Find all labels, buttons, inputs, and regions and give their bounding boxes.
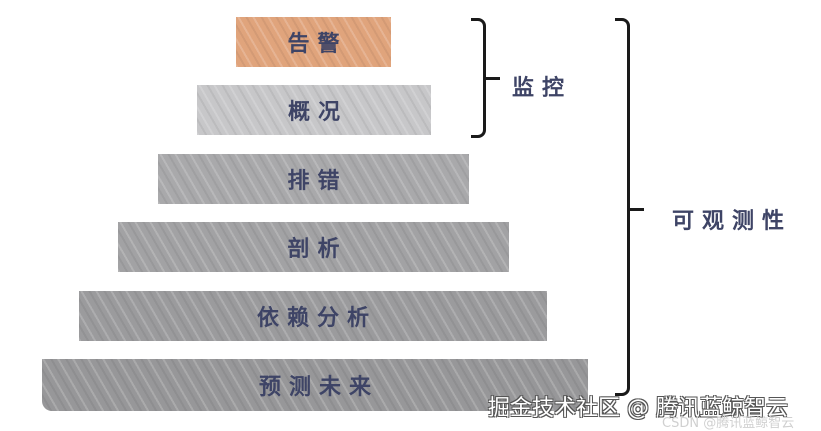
observability-brace-icon [615,18,630,396]
level-troubleshoot: 排错 [158,154,469,204]
level-dependency-analysis-label: 依赖分析 [256,306,377,331]
level-profiling-label: 剖析 [287,237,348,262]
observability-brace-tick [630,208,644,211]
level-predict-future-label: 预测未来 [258,375,379,400]
level-alert-label: 告警 [287,32,348,57]
level-predict-future: 预测未来 [42,359,588,411]
level-overview: 概况 [197,85,431,135]
level-overview-label: 概况 [287,100,348,125]
watermark-secondary: CSDN @腾讯蓝鲸智云 [662,416,795,431]
watermark-main: 掘金技术社区 @ 腾讯蓝鲸智云 [488,396,788,421]
level-alert: 告警 [236,17,391,67]
monitoring-brace-icon [471,18,486,138]
monitoring-brace-tick [486,77,500,80]
level-profiling: 剖析 [118,222,509,272]
monitoring-label: 监控 [512,76,573,101]
observability-label: 可观测性 [672,209,793,234]
level-dependency-analysis: 依赖分析 [79,291,547,341]
level-troubleshoot-label: 排错 [287,169,348,194]
